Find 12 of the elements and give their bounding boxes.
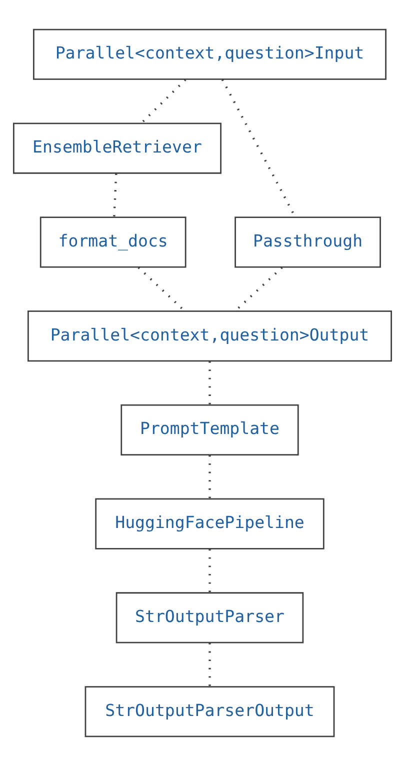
connector [138,266,185,311]
node-box: Passthrough [234,216,381,268]
node-box: PromptTemplate [120,404,299,455]
node-box: Parallel<context,question>Input [33,28,386,80]
node-box: EnsembleRetriever [13,122,222,174]
connector [140,78,186,124]
node-box: StrOutputParserOutput [84,686,335,737]
node-box: StrOutputParser [116,592,304,643]
node-box: HuggingFacePipeline [95,498,324,549]
connector [113,173,118,216]
node-box: format_docs [40,216,186,268]
node-box: Parallel<context,question>Output [28,310,392,362]
